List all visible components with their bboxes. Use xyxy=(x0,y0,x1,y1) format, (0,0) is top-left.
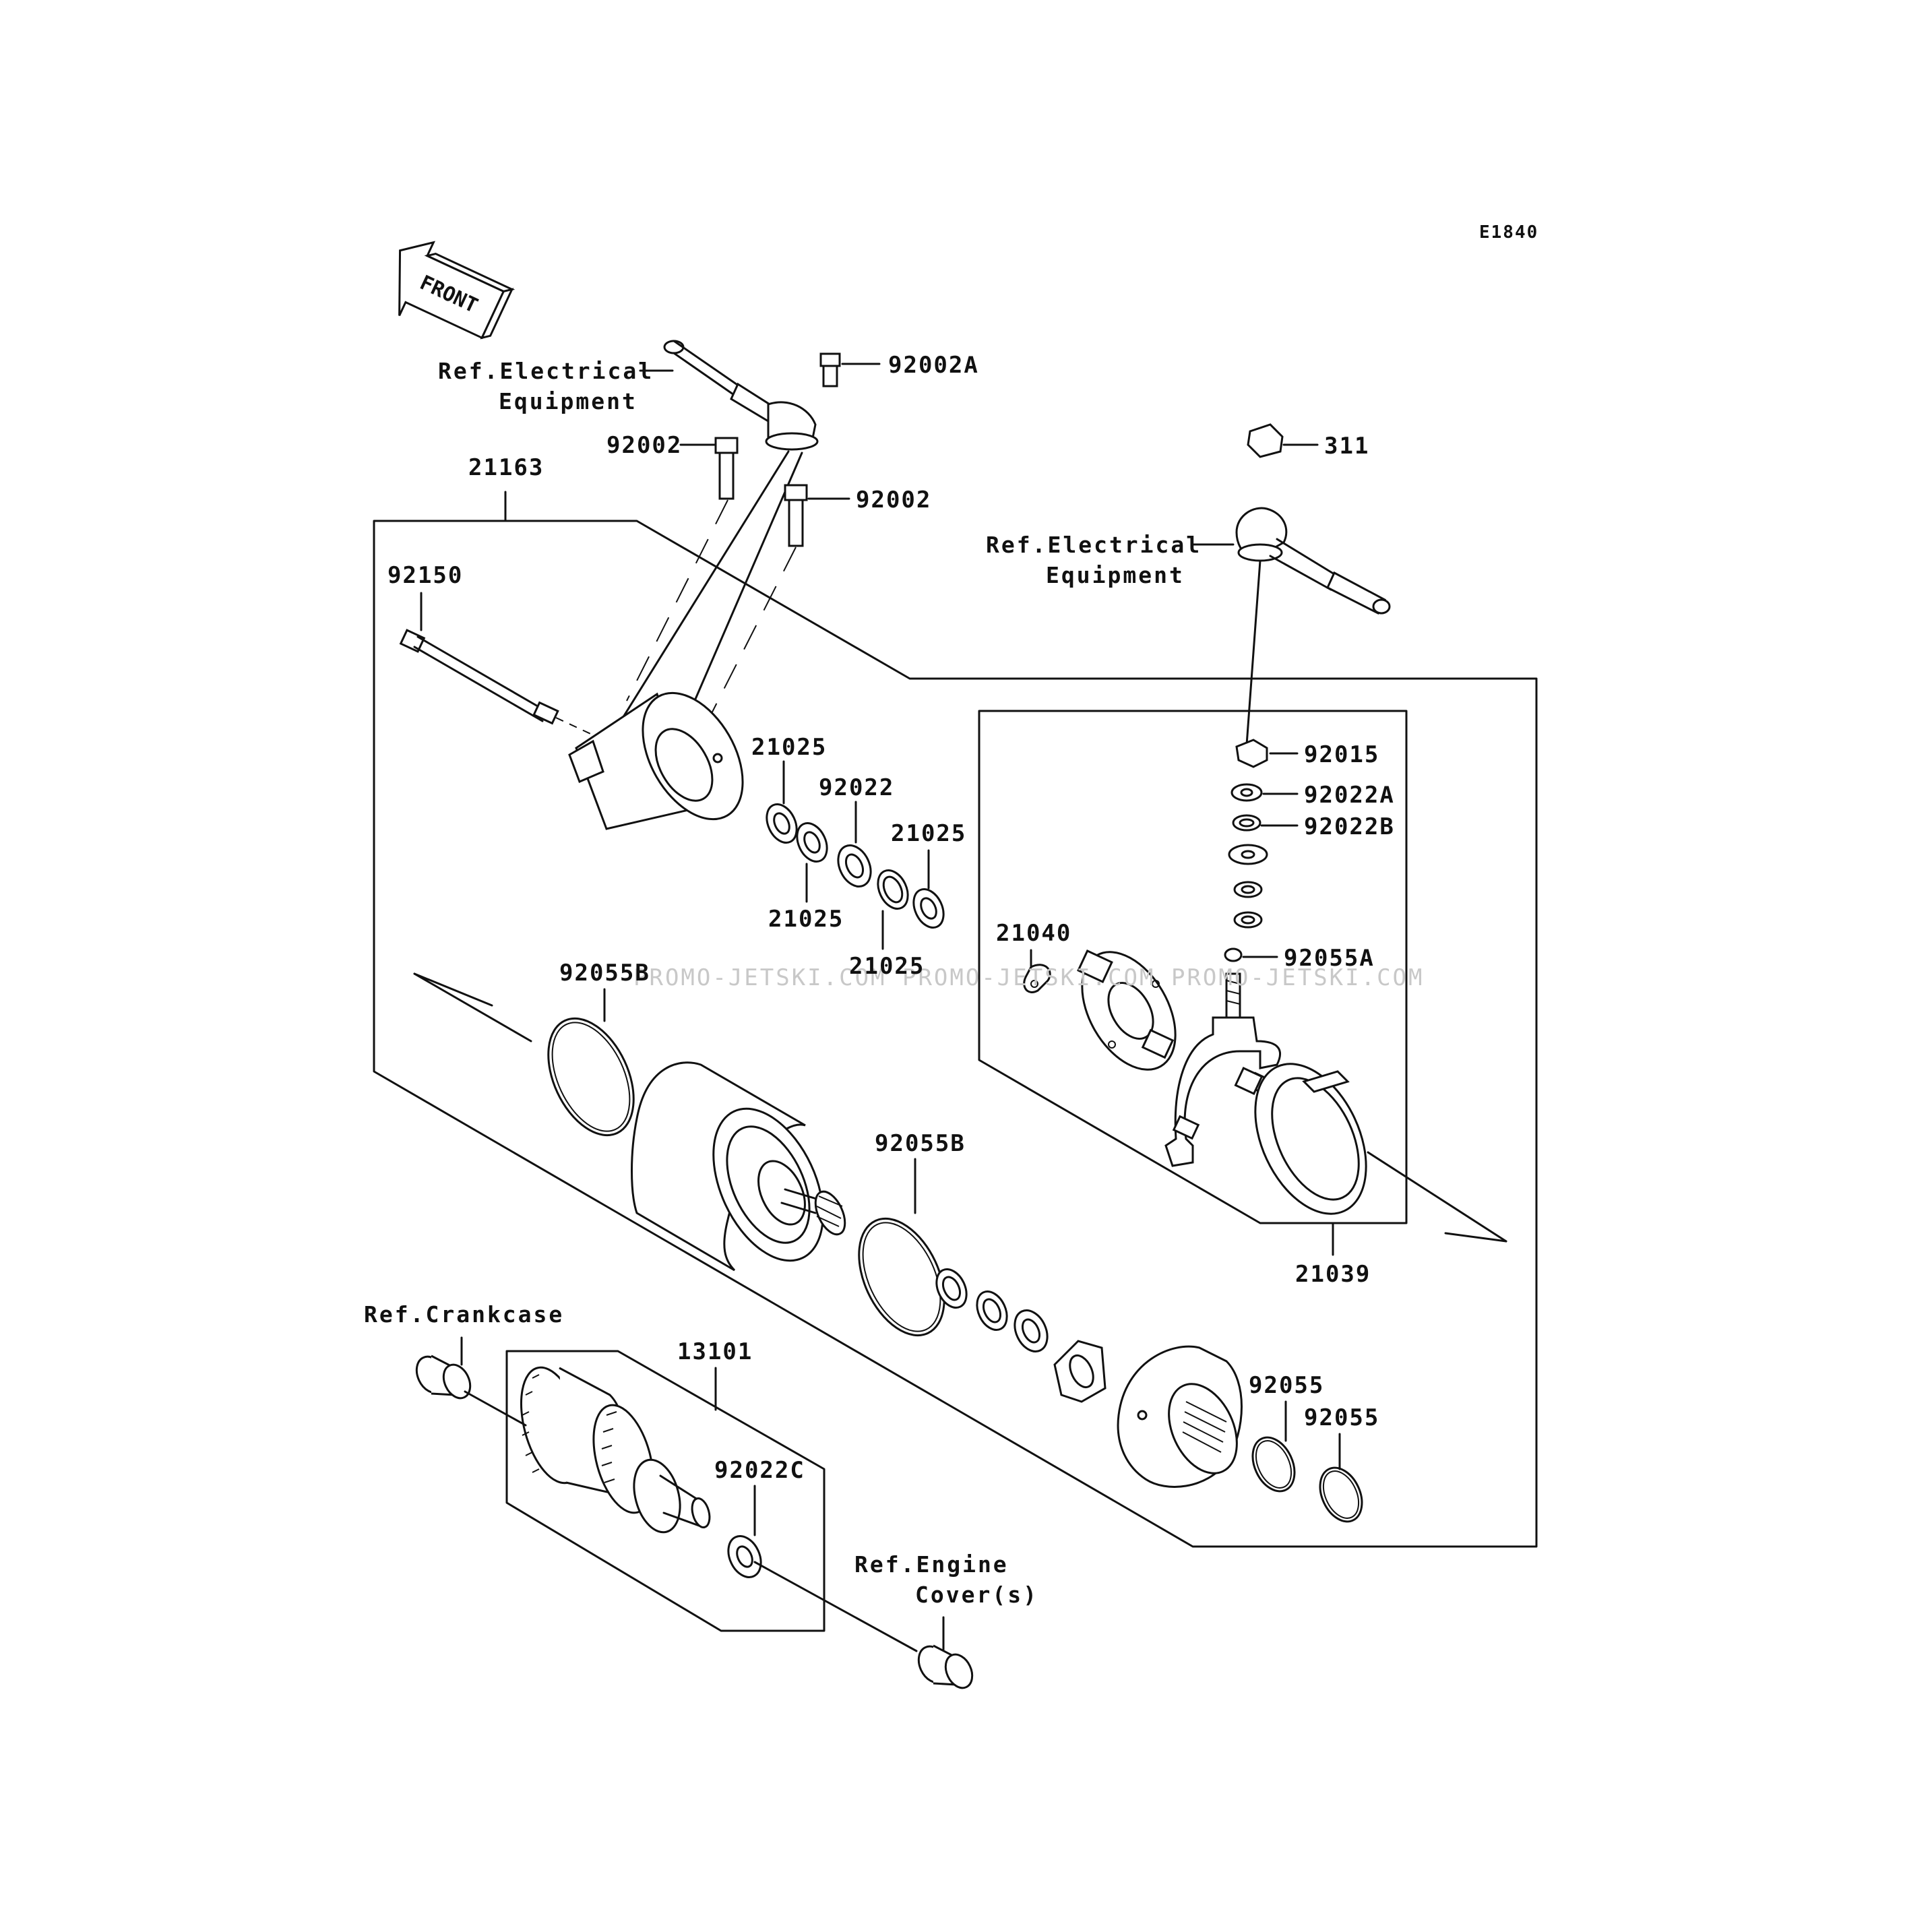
part-label-92055A: 92055A xyxy=(1284,945,1375,972)
part-label-21040: 21040 xyxy=(996,920,1071,947)
bushing-engine-cover-icon xyxy=(917,1644,974,1689)
washer-92022C-hole xyxy=(736,1545,753,1568)
brush-spring-21040-icon xyxy=(1023,964,1051,993)
o-ring-92055-a-inner xyxy=(1255,1440,1292,1489)
leader-lines xyxy=(420,363,1341,1651)
left-starter-cable xyxy=(598,340,819,756)
part-label-92150: 92150 xyxy=(387,562,463,589)
rear-end-cover-icon xyxy=(568,691,744,830)
part-label-21025-a: 21025 xyxy=(751,734,827,761)
o-ring-92055B-a-icon xyxy=(547,1017,635,1137)
ref-crankcase: Ref.Crankcase xyxy=(364,1301,564,1328)
guide-line-left-tip xyxy=(413,972,493,1007)
engine-cover-axis xyxy=(753,1561,918,1652)
front-washer-2-hole xyxy=(982,1298,1002,1323)
part-label-21039: 21039 xyxy=(1295,1261,1371,1288)
part-label-92055B-a: 92055B xyxy=(559,960,650,987)
ref-electrical-left-line2: Equipment xyxy=(499,388,637,414)
bolt-92002A-icon xyxy=(819,352,841,387)
front-washer-1-hole xyxy=(941,1276,962,1301)
part-label-311: 311 xyxy=(1324,433,1369,460)
insulator-washer-3-hole xyxy=(1241,915,1255,925)
front-arrow-icon: FRONT xyxy=(398,241,516,340)
bolt-92002-b-icon xyxy=(784,484,808,547)
ref-electrical-right-line2: Equipment xyxy=(1046,562,1185,588)
part-label-92055-b: 92055 xyxy=(1304,1404,1379,1431)
part-label-21025-b: 21025 xyxy=(891,820,966,847)
diagram-code: E1840 xyxy=(1479,222,1538,243)
part-label-92002-a: 92002 xyxy=(606,432,682,459)
bolt-axis-b xyxy=(700,547,797,735)
part-label-92002A: 92002A xyxy=(888,352,979,379)
part-label-21025-d: 21025 xyxy=(849,953,925,980)
brush-housing-ring-icon xyxy=(1234,1063,1367,1215)
o-ring-92055B-a-inner xyxy=(551,1022,631,1132)
washer-21025-a-hole xyxy=(773,812,790,835)
o-ring-92055-a-icon xyxy=(1251,1436,1296,1493)
through-bolt-92150-icon xyxy=(399,629,607,742)
part-label-92022C: 92022C xyxy=(714,1457,805,1484)
o-ring-92055A-icon xyxy=(1224,947,1243,962)
washer-21025-d-hole xyxy=(920,897,937,920)
right-starter-cable xyxy=(1235,423,1391,746)
frame-13101 xyxy=(505,1350,825,1632)
bolt-axis-a xyxy=(626,499,728,702)
part-label-92055-a: 92055 xyxy=(1249,1372,1324,1399)
o-ring-92055-b-icon xyxy=(1319,1466,1363,1523)
ref-electrical-right-line1: Ref.Electrical xyxy=(986,532,1202,558)
ref-engine-cover-line1: Ref.Engine xyxy=(854,1551,1009,1578)
part-label-92015: 92015 xyxy=(1304,741,1379,768)
washer-92022-hole xyxy=(844,853,865,879)
o-ring-92055-b-inner xyxy=(1322,1470,1360,1519)
front-end-cover-icon xyxy=(1117,1345,1243,1488)
part-label-92022: 92022 xyxy=(819,774,894,801)
watermark-text: PROMO-JETSKI.COM PROMO-JETSKI.COM PROMO-… xyxy=(633,964,1425,991)
guide-line-left xyxy=(413,972,532,1042)
washer-92022B-hole xyxy=(1239,818,1255,828)
part-label-92055B-b: 92055B xyxy=(875,1130,966,1157)
part-label-13101: 13101 xyxy=(677,1338,753,1365)
washer-21025-b-hole xyxy=(803,831,821,854)
part-label-21163: 21163 xyxy=(468,454,544,481)
bolt-92002-a-icon xyxy=(714,437,739,500)
ref-electrical-left-line1: Ref.Electrical xyxy=(438,358,654,384)
guide-line-right xyxy=(1367,1151,1507,1243)
front-washer-3-hole xyxy=(1021,1318,1041,1344)
insulator-washer-2-hole xyxy=(1241,885,1255,894)
frame-21163 xyxy=(373,520,1538,1548)
washer-21025-c-hole xyxy=(882,875,904,904)
lock-plate-icon xyxy=(1053,1340,1107,1403)
washer-92022A-hole xyxy=(1240,788,1253,797)
insulator-washer-1-hole xyxy=(1241,850,1255,859)
part-label-92002-b: 92002 xyxy=(856,487,931,513)
guide-line-right-tip xyxy=(1444,1232,1507,1243)
part-label-21025-c: 21025 xyxy=(768,906,844,933)
nut-92015-icon xyxy=(1235,739,1268,768)
brush-holder-icon xyxy=(1077,949,1177,1071)
o-ring-92055B-b-inner xyxy=(862,1222,941,1332)
part-label-92022A: 92022A xyxy=(1304,782,1395,809)
part-label-92022B: 92022B xyxy=(1304,813,1395,840)
crankcase-axis xyxy=(464,1390,527,1427)
starter-clutch-gear-icon xyxy=(520,1366,711,1534)
yoke-armature-icon xyxy=(631,1061,846,1272)
ref-engine-cover-line2: Cover(s) xyxy=(915,1582,1038,1608)
bushing-crankcase-icon xyxy=(415,1354,472,1400)
